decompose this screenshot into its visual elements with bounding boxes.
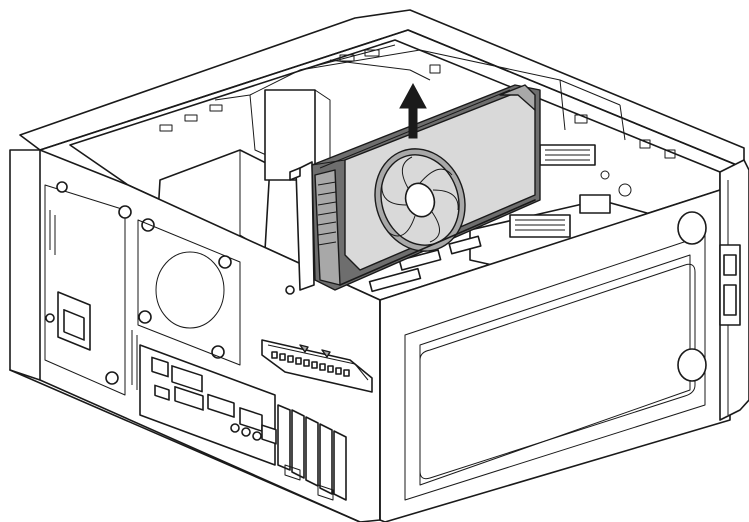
expansion-slot-covers bbox=[277, 404, 347, 501]
front-bezel bbox=[677, 159, 749, 421]
heatsink-fins bbox=[317, 181, 337, 246]
ram-slots bbox=[515, 219, 565, 231]
fan-icon bbox=[374, 148, 466, 252]
graphics-card bbox=[289, 84, 541, 291]
rear-screws bbox=[45, 181, 295, 385]
arrow-up-icon bbox=[399, 82, 427, 139]
vent-holes bbox=[49, 210, 138, 390]
bracket-teeth bbox=[271, 351, 350, 377]
slot-retention-bracket bbox=[261, 339, 373, 393]
io-panel bbox=[139, 344, 277, 466]
front-ports bbox=[677, 211, 741, 382]
power-socket bbox=[57, 291, 91, 351]
bay-slots bbox=[159, 49, 676, 159]
psu-fan-grille bbox=[137, 219, 241, 366]
io-ports bbox=[151, 356, 277, 445]
